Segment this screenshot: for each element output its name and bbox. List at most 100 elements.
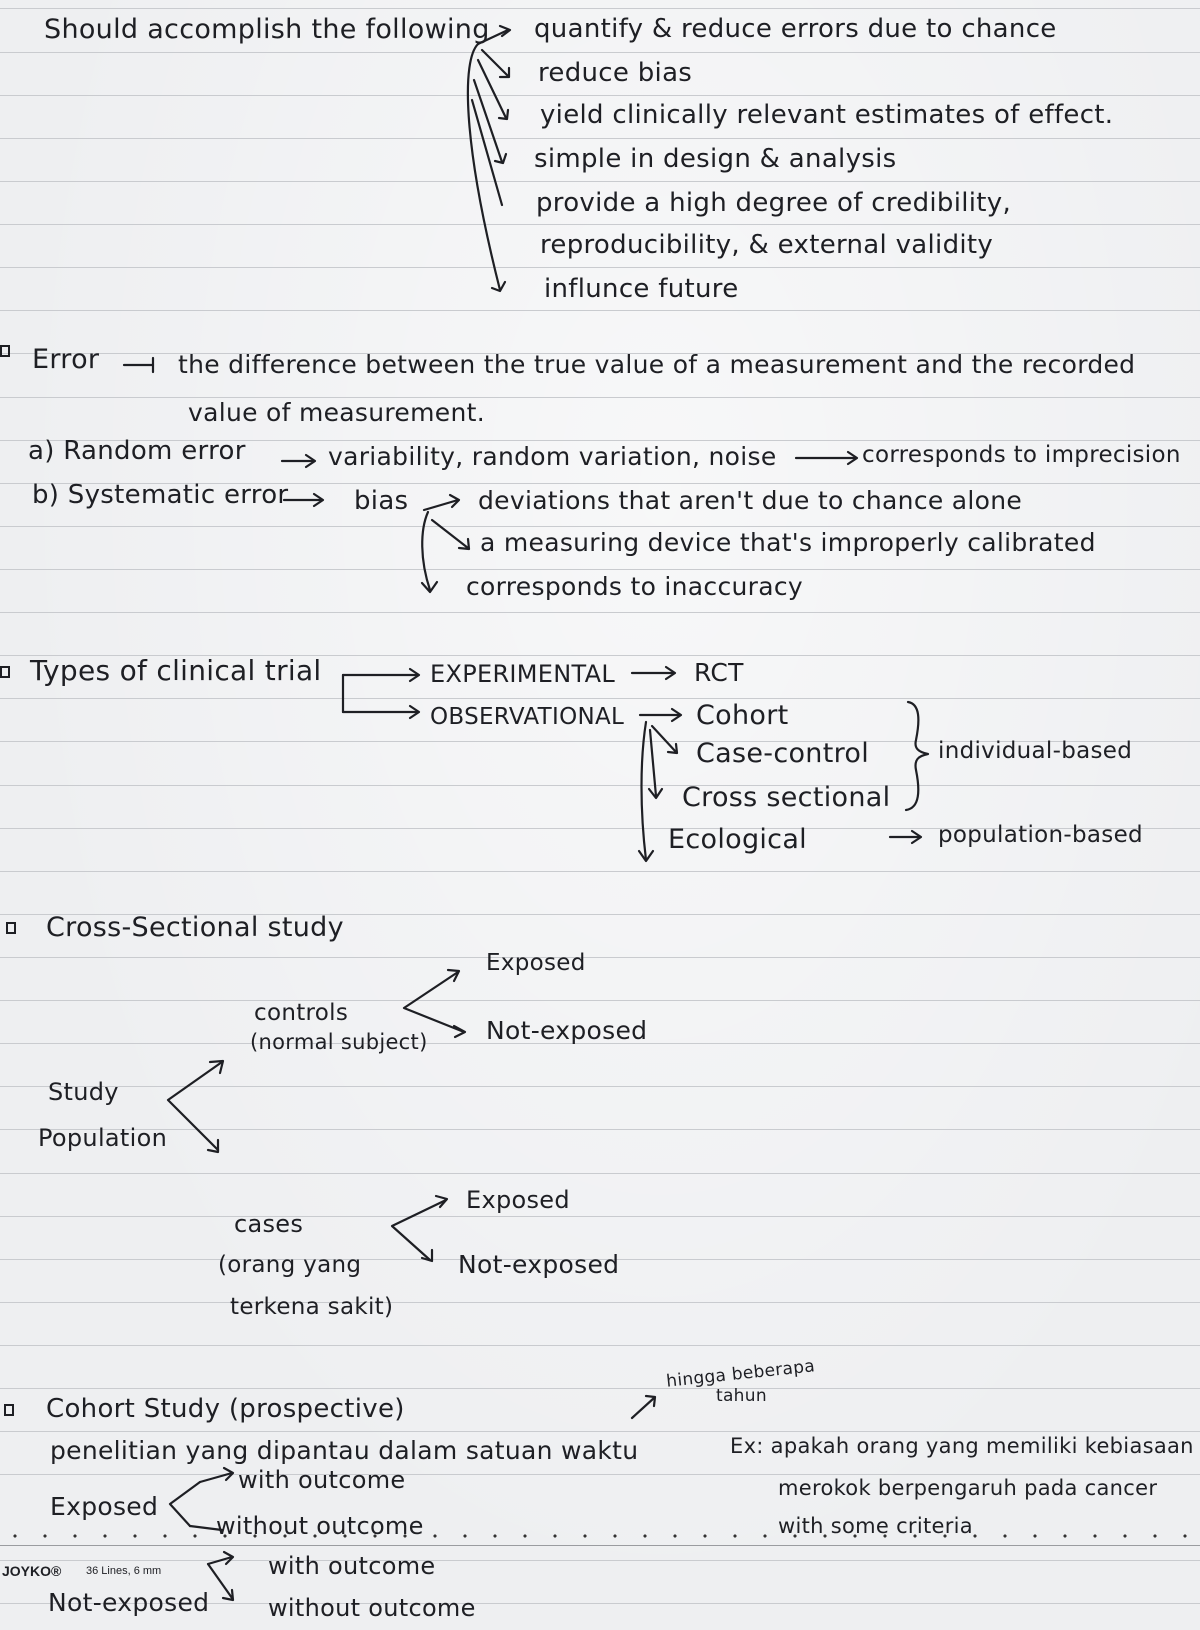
cohort-exposed: Exposed bbox=[50, 1492, 159, 1521]
cross-not-exposed-cases: Not-exposed bbox=[458, 1250, 620, 1279]
observational-item: Cross sectional bbox=[682, 782, 891, 813]
ruled-line bbox=[0, 1129, 1200, 1130]
ruled-line bbox=[0, 1431, 1200, 1432]
trial-types-label: Types of clinical trial bbox=[30, 654, 322, 687]
cross-not-exposed: Not-exposed bbox=[486, 1016, 648, 1045]
accomplish-item: reproducibility, & external validity bbox=[540, 230, 994, 260]
cohort-example: merokok berpengaruh pada cancer bbox=[778, 1476, 1158, 1500]
ruled-line bbox=[0, 612, 1200, 613]
cohort-without-outcome: without outcome bbox=[268, 1594, 476, 1622]
bullet-box bbox=[6, 922, 16, 934]
ruled-line bbox=[0, 440, 1200, 441]
bullet-box bbox=[0, 666, 10, 678]
ruled-line bbox=[0, 871, 1200, 872]
ruled-line bbox=[0, 353, 1200, 354]
error-definition: the difference between the true value of… bbox=[178, 350, 1136, 379]
ruled-line bbox=[0, 1216, 1200, 1217]
accomplish-item: provide a high degree of credibility, bbox=[536, 188, 1012, 218]
cross-sectional-title: Cross-Sectional study bbox=[46, 912, 344, 943]
ruled-line bbox=[0, 914, 1200, 915]
cases-label: cases bbox=[234, 1210, 304, 1238]
ruled-line bbox=[0, 1000, 1200, 1001]
population-based-label: population-based bbox=[938, 822, 1143, 848]
ruled-line bbox=[0, 397, 1200, 398]
study-population-label: Population bbox=[38, 1124, 168, 1152]
controls-label: controls bbox=[254, 1000, 349, 1026]
study-population-label: Study bbox=[48, 1078, 119, 1106]
ruled-line bbox=[0, 1302, 1200, 1303]
ruled-line bbox=[0, 483, 1200, 484]
random-error-label: a) Random error bbox=[28, 436, 246, 466]
systematic-item: deviations that aren't due to chance alo… bbox=[478, 486, 1023, 515]
ruled-line bbox=[0, 526, 1200, 527]
individual-based-label: individual-based bbox=[938, 738, 1133, 764]
ruled-line bbox=[0, 310, 1200, 311]
ruled-line bbox=[0, 785, 1200, 786]
cohort-with-outcome: with outcome bbox=[268, 1552, 436, 1580]
random-error-result: corresponds to imprecision bbox=[862, 442, 1181, 468]
ruled-line bbox=[0, 1345, 1200, 1346]
bullet-box bbox=[0, 345, 10, 357]
cohort-example: Ex: apakah orang yang memiliki kebiasaan bbox=[730, 1434, 1194, 1458]
accomplish-item: influnce future bbox=[544, 274, 739, 304]
ruled-line bbox=[0, 1545, 1200, 1546]
ruled-line bbox=[0, 1603, 1200, 1604]
cross-exposed: Exposed bbox=[486, 950, 586, 976]
observational-item: Cohort bbox=[696, 700, 789, 731]
accomplish-item: quantify & reduce errors due to chance bbox=[534, 14, 1057, 44]
bullet-box bbox=[4, 1404, 14, 1416]
cases-sublabel: (orang yang bbox=[218, 1252, 362, 1278]
ruled-line bbox=[0, 1388, 1200, 1389]
ruled-line bbox=[0, 267, 1200, 268]
cohort-note: tahun bbox=[716, 1386, 767, 1406]
ruled-line bbox=[0, 698, 1200, 699]
cases-sublabel: terkena sakit) bbox=[230, 1294, 394, 1320]
accomplish-item: reduce bias bbox=[538, 58, 693, 88]
ruled-line bbox=[0, 52, 1200, 53]
cohort-example: with some criteria bbox=[778, 1514, 973, 1538]
ruled-line bbox=[0, 1043, 1200, 1044]
controls-sublabel: (normal subject) bbox=[250, 1030, 428, 1054]
systematic-term: bias bbox=[354, 486, 409, 516]
ruled-line bbox=[0, 1086, 1200, 1087]
observational-item: Ecological bbox=[668, 824, 807, 855]
cohort-title: Cohort Study (prospective) bbox=[46, 1394, 405, 1424]
ruled-line bbox=[0, 95, 1200, 96]
error-definition: value of measurement. bbox=[188, 398, 485, 427]
rct-label: RCT bbox=[694, 658, 744, 687]
observational-label: OBSERVATIONAL bbox=[430, 704, 625, 730]
cross-exposed-cases: Exposed bbox=[466, 1186, 570, 1214]
notebook-spec: 36 Lines, 6 mm bbox=[86, 1565, 162, 1577]
ruled-line bbox=[0, 181, 1200, 182]
ruled-line bbox=[0, 224, 1200, 225]
ruled-line bbox=[0, 569, 1200, 570]
ruled-line bbox=[0, 957, 1200, 958]
ruled-line bbox=[0, 828, 1200, 829]
systematic-error-label: b) Systematic error bbox=[32, 480, 289, 510]
error-label: Error bbox=[32, 344, 100, 375]
accomplish-item: simple in design & analysis bbox=[534, 144, 897, 174]
experimental-label: EXPERIMENTAL bbox=[430, 660, 616, 688]
random-error-desc: variability, random variation, noise bbox=[328, 442, 777, 471]
ruled-line bbox=[0, 1560, 1200, 1561]
cohort-with-outcome: with outcome bbox=[238, 1466, 406, 1494]
ruled-line bbox=[0, 138, 1200, 139]
observational-item: Case-control bbox=[696, 738, 870, 769]
ruled-line bbox=[0, 1259, 1200, 1260]
cohort-not-exposed: Not-exposed bbox=[48, 1588, 210, 1617]
cohort-description: penelitian yang dipantau dalam satuan wa… bbox=[50, 1436, 639, 1465]
accomplish-item: yield clinically relevant estimates of e… bbox=[540, 100, 1114, 130]
cohort-without-outcome: without outcome bbox=[216, 1512, 424, 1540]
accomplish-intro: Should accomplish the following bbox=[44, 14, 490, 45]
ruled-line bbox=[0, 741, 1200, 742]
systematic-item: corresponds to inaccuracy bbox=[466, 572, 803, 601]
ruled-line bbox=[0, 1173, 1200, 1174]
notebook-brand: JOYKO® bbox=[2, 1563, 62, 1579]
dotted-divider bbox=[0, 1534, 1200, 1538]
systematic-item: a measuring device that's improperly cal… bbox=[480, 528, 1096, 557]
ruled-line bbox=[0, 655, 1200, 656]
ruled-line bbox=[0, 1474, 1200, 1475]
ruled-line bbox=[0, 8, 1200, 9]
